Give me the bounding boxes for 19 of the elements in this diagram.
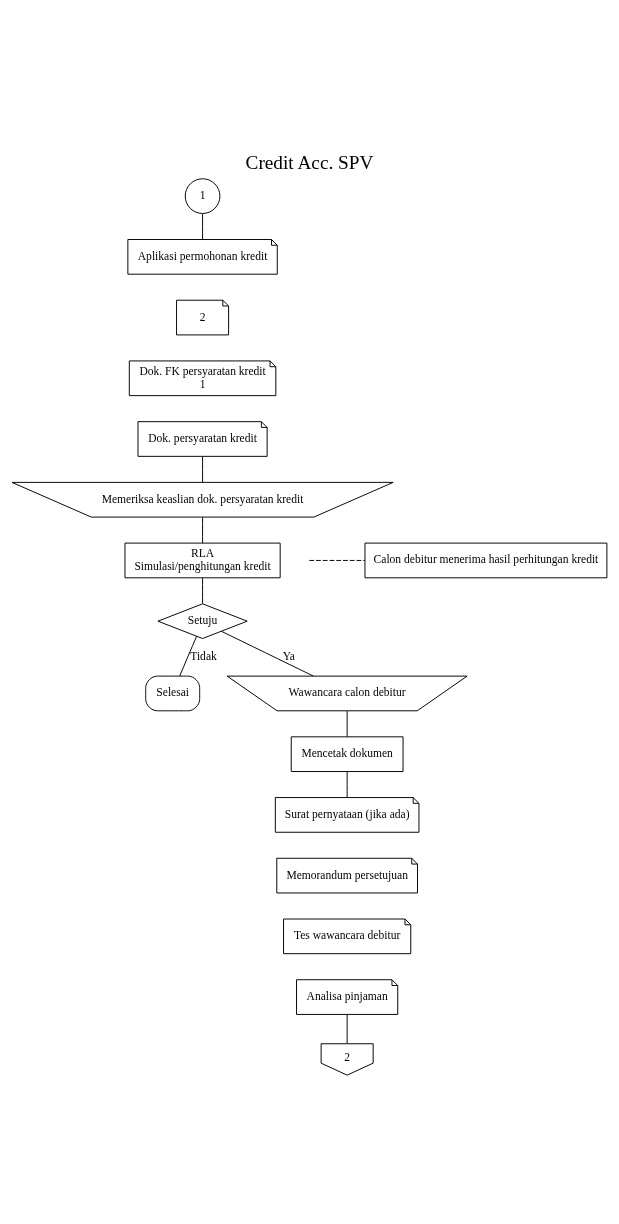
node-box: Calon debitur menerima hasil perhitungan kredit [364, 542, 608, 578]
connector [346, 1013, 348, 1044]
connector [308, 559, 366, 561]
node-circle: 1 [184, 177, 221, 214]
connector [221, 630, 314, 676]
node-box: RLA Simulasi/penghitungan kredit [124, 542, 281, 578]
edge-label: Ya [282, 649, 295, 663]
connector [179, 635, 197, 677]
connector [202, 577, 204, 604]
edge-label: Tidak [190, 649, 217, 663]
connector [202, 516, 204, 543]
node-diamond: Setuju [157, 602, 248, 639]
connector [346, 710, 348, 737]
node-box: Mencetak dokumen [290, 735, 404, 772]
diagram-title: Credit Acc. SPV [245, 151, 374, 173]
connector [202, 455, 204, 483]
connector [202, 212, 204, 240]
connector [346, 770, 348, 798]
node-box: Selesai [145, 675, 201, 711]
